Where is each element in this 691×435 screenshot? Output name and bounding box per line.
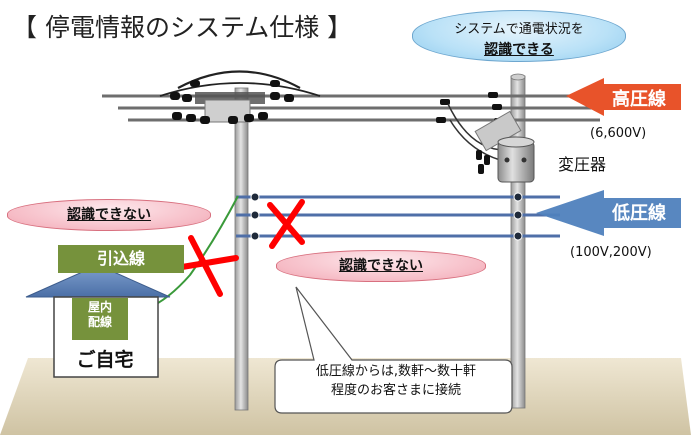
high-voltage-value: (6,600V) [590, 126, 647, 141]
not-recognized-bubble-center: 認識できない [276, 250, 486, 282]
pole-top-insulators [159, 70, 321, 124]
low-voltage-insulators [250, 192, 523, 241]
house [25, 264, 171, 378]
callout-text: 低圧線からは,数軒～数十軒 程度のお客さまに接続 [289, 362, 503, 400]
system-note-line2: 認識できる [484, 42, 554, 58]
left-utility-pole [234, 87, 249, 411]
indoor-wiring-line1: 屋内 [87, 300, 112, 314]
system-note-line1: システムで通電状況を [454, 22, 584, 37]
service-line-label: 引込線 [58, 245, 184, 273]
low-voltage-label: 低圧線 [612, 203, 666, 224]
page-title: 【 停電情報のシステム仕様 】 [12, 13, 353, 42]
cross-mark-low-voltage [267, 199, 305, 249]
low-voltage-arrow [536, 190, 681, 236]
service-wire [147, 195, 239, 309]
callout-bubble [274, 286, 513, 414]
cross-mark-service-line [173, 235, 239, 297]
not-recognized-bubble-left: 認識できない [7, 199, 211, 231]
callout-line1: 低圧線からは,数軒～数十軒 [315, 364, 477, 379]
high-voltage-label: 高圧線 [612, 89, 666, 110]
indoor-wiring-label: 屋内 配線 [72, 300, 128, 330]
transformer-label: 変圧器 [558, 155, 607, 174]
home-label: ご自宅 [76, 349, 134, 371]
indoor-wiring-line2: 配線 [87, 315, 112, 329]
system-recognizes-bubble: システムで通電状況を 認識できる [412, 10, 626, 62]
low-voltage-value: (100V,200V) [570, 245, 652, 260]
callout-line2: 程度のお客さまに接続 [330, 383, 461, 398]
high-voltage-arrow [566, 78, 681, 116]
transformer [436, 92, 535, 183]
